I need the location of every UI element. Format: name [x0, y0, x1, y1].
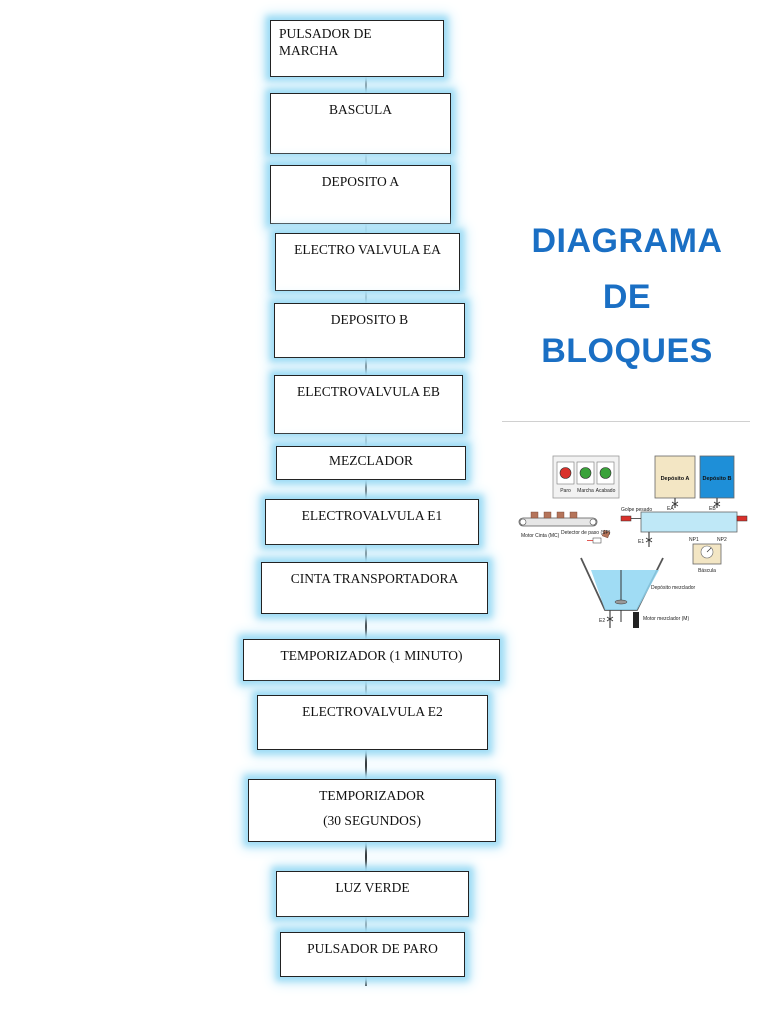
block-label: BASCULA — [328, 102, 392, 117]
block-electrovalvula-e1: ELECTROVALVULA E1 — [265, 499, 479, 545]
valve-e1-icon — [645, 537, 653, 543]
svg-text:Motor Cinta (MC): Motor Cinta (MC) — [521, 533, 560, 539]
svg-text:Marcha: Marcha — [577, 488, 594, 494]
paro-button: Paro — [556, 461, 575, 494]
svg-text:NP2: NP2 — [717, 537, 727, 543]
svg-text:Paro: Paro — [560, 488, 571, 494]
svg-text:Acabado: Acabado — [596, 488, 616, 494]
svg-text:EB: EB — [709, 506, 716, 512]
block-label: ELECTRO VALVULA EA — [294, 242, 441, 257]
block-label-line1: TEMPORIZADOR — [319, 788, 425, 803]
divider-line — [502, 421, 750, 422]
block-label: DEPOSITO B — [330, 312, 409, 327]
svg-text:Báscula: Báscula — [698, 568, 716, 574]
marcha-button: Marcha — [576, 461, 595, 494]
svg-text:Depósito B: Depósito B — [702, 476, 731, 482]
acabado-light: Acabado — [596, 461, 616, 494]
valve-eb-icon — [713, 501, 721, 507]
motor-mixer-icon — [633, 612, 639, 628]
deposito-b-tank: Depósito B — [699, 455, 735, 499]
block-label: MEZCLADOR — [329, 453, 413, 468]
svg-text:Depósito A: Depósito A — [661, 476, 690, 482]
block-electrovalvula-e2: ELECTROVALVULA E2 — [257, 695, 488, 750]
block-label: ELECTROVALVULA E2 — [302, 704, 443, 719]
block-label-line2: MARCHA — [279, 42, 339, 58]
svg-text:E2: E2 — [599, 618, 605, 624]
svg-text:EA: EA — [667, 506, 674, 512]
svg-text:Depósito mezclador: Depósito mezclador — [651, 585, 696, 591]
cylinder-left-icon — [620, 515, 632, 522]
block-label-line1: PULSADOR DE — [279, 26, 372, 41]
svg-text:NP1: NP1 — [689, 537, 699, 543]
block-temporizador-30-segundos: TEMPORIZADOR (30 SEGUNDOS) — [248, 779, 496, 842]
diagram-title-line1: DIAGRAMA — [531, 222, 723, 260]
diagram-title-line2: DE — [602, 278, 652, 316]
block-label: CINTA TRANSPORTADORA — [290, 571, 459, 586]
cylinder-right-icon — [736, 515, 748, 522]
svg-text:E1: E1 — [638, 539, 644, 545]
detector-icon — [592, 537, 602, 544]
block-label: LUZ VERDE — [335, 880, 410, 895]
mixer-blade-icon — [614, 599, 628, 605]
block-deposito-a: DEPOSITO A — [270, 165, 451, 224]
block-cinta-transportadora: CINTA TRANSPORTADORA — [261, 562, 488, 614]
block-label: TEMPORIZADOR (1 MINUTO) — [280, 648, 463, 663]
block-label: DEPOSITO A — [321, 174, 400, 189]
block-pulsador-marcha: PULSADOR DE MARCHA — [270, 20, 444, 77]
block-label: ELECTROVALVULA EB — [297, 384, 440, 399]
boxes-on-belt — [530, 511, 611, 539]
valve-e2-icon — [606, 616, 614, 622]
svg-text:Detector de paso (SP): Detector de paso (SP) — [561, 530, 611, 536]
valve-ea-icon — [671, 501, 679, 507]
block-electrovalvula-eb: ELECTROVALVULA EB — [274, 375, 463, 434]
block-mezclador: MEZCLADOR — [276, 446, 466, 480]
mixing-process-illustration: Paro Marcha Acabado Depósito A Depósito … — [518, 455, 748, 628]
block-label: ELECTROVALVULA E1 — [301, 508, 443, 523]
block-bascula: BASCULA — [270, 93, 451, 154]
block-luz-verde: LUZ VERDE — [276, 871, 469, 917]
svg-text:Golpe pesado: Golpe pesado — [621, 507, 652, 513]
conveyor-belt — [518, 517, 598, 527]
block-temporizador-1-minuto: TEMPORIZADOR (1 MINUTO) — [243, 639, 500, 681]
mixer-liquid — [591, 570, 659, 610]
block-deposito-b: DEPOSITO B — [274, 303, 465, 358]
block-label-line2: (30 SEGUNDOS) — [323, 812, 421, 828]
svg-text:Motor mezclador (M): Motor mezclador (M) — [643, 616, 689, 622]
block-electro-valvula-ea: ELECTRO VALVULA EA — [275, 233, 460, 291]
bascula-hopper — [640, 511, 738, 533]
block-pulsador-paro: PULSADOR DE PARO — [280, 932, 465, 977]
diagram-title-line3: BLOQUES — [541, 332, 713, 370]
deposito-a-tank: Depósito A — [654, 455, 696, 499]
block-label: PULSADOR DE PARO — [307, 941, 438, 956]
